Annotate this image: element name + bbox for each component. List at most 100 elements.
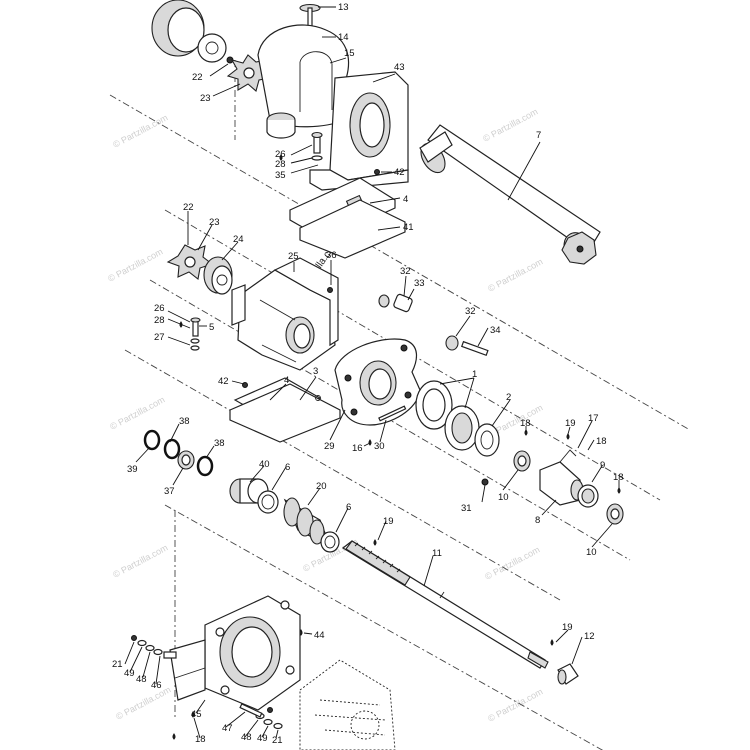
bushing-33: [393, 293, 413, 313]
callout-label: 20: [316, 481, 327, 492]
watermark: © Partzilla.com: [108, 394, 166, 431]
bearing-group-right: [481, 449, 624, 525]
callout-label: 30: [374, 441, 385, 452]
callout-label: 44: [314, 630, 325, 641]
bearing-housing-43: [309, 71, 409, 191]
nut-42-mid: [242, 382, 248, 388]
callout-label: 33: [414, 278, 425, 289]
seal-group-left: [143, 429, 214, 477]
callout-label: 47: [222, 723, 233, 734]
callout-label: 29: [324, 441, 335, 452]
nut-36: [327, 287, 333, 293]
watermark: © Partzilla.com: [114, 684, 172, 721]
callout-label: 45: [191, 709, 202, 720]
callout-label: 7: [536, 130, 541, 141]
hardware-bottom-left: [131, 635, 283, 730]
callout-label: 48: [241, 732, 252, 743]
plate-41: [299, 199, 406, 259]
callout-label: 8: [535, 515, 540, 526]
base-plates: [229, 377, 341, 443]
callout-label: 2: [506, 392, 511, 403]
plate-4-top: [289, 169, 406, 259]
bolt-26-top: [311, 131, 323, 161]
fitting-12: [557, 663, 579, 685]
callout-label: 42: [218, 376, 229, 387]
coupling-assembly-middle: [166, 244, 233, 295]
callout-label: 43: [394, 62, 405, 73]
callout-label: 39: [127, 464, 138, 475]
callout-label: 18: [596, 436, 607, 447]
fitting-17: [559, 449, 577, 463]
callout-label: 26: [154, 303, 165, 314]
callout-label: 27: [154, 332, 165, 343]
drive-tube-7: [419, 124, 601, 265]
callout-label: 32: [400, 266, 411, 277]
assembly-line: [124, 349, 561, 601]
callout-label: 22: [183, 202, 194, 213]
callout-label: 22: [192, 72, 203, 83]
watermark: © Partzilla.com: [483, 544, 541, 581]
ring-2: [474, 423, 500, 457]
callout-label: 6: [285, 462, 290, 473]
callout-label: 28: [275, 159, 286, 170]
callout-label: 19: [562, 622, 573, 633]
callout-label: 4: [284, 375, 289, 386]
guard-cover-15: [257, 24, 350, 128]
callout-label: 40: [259, 459, 270, 470]
callout-label: 49: [257, 733, 268, 744]
callout-label: 1: [472, 369, 477, 380]
bearing-flange-29: [334, 338, 421, 426]
assembly-line: [164, 504, 604, 750]
drive-shaft-11: [341, 540, 549, 669]
callout-label: 5: [209, 322, 214, 333]
callout-label: 6: [346, 502, 351, 513]
screw-31: [481, 478, 489, 486]
bushing-32: [378, 293, 489, 357]
callout-label: 10: [498, 492, 509, 503]
callout-label: 46: [151, 680, 162, 691]
callout-label: 41: [403, 222, 414, 233]
pump-housing: [169, 595, 396, 750]
callout-label: 23: [200, 93, 211, 104]
bearing-support-25: [231, 257, 339, 371]
bolt-34: [460, 340, 489, 357]
bellows-group: [229, 478, 340, 553]
callout-label: 14: [338, 32, 349, 43]
callout-label: 25: [288, 251, 299, 262]
callout-label: 11: [432, 548, 442, 559]
watermark: © Partzilla.com: [111, 542, 169, 579]
bolt-26-mid: [190, 317, 201, 351]
callout-label: 38: [214, 438, 225, 449]
watermark: © Partzilla.com: [486, 686, 544, 723]
callout-label: 16: [352, 443, 363, 454]
callout-label: 18: [613, 472, 624, 483]
callout-label: 48: [136, 674, 147, 685]
stud-30: [378, 405, 407, 422]
callouts: 13 14 15 43 22 23 7 26 28 35 42 4 41 22 …: [112, 2, 624, 746]
callout-label: 3: [313, 366, 318, 377]
callout-label: 26: [275, 149, 286, 160]
callout-label: 35: [275, 170, 286, 181]
watermark: © Partzilla.com: [111, 112, 169, 149]
grease-drops: [172, 154, 621, 740]
coupling-gear: [197, 33, 227, 63]
callout-label: 19: [383, 516, 394, 527]
callout-label: 4: [403, 194, 408, 205]
guard-cover: [257, 24, 350, 139]
callout-label: 34: [490, 325, 501, 336]
assembly-line: [149, 279, 631, 561]
callout-label: 18: [520, 418, 531, 429]
plate-3: [229, 383, 341, 443]
callout-label: 21: [112, 659, 123, 670]
callout-label: 36: [326, 250, 337, 261]
callout-label: 13: [338, 2, 349, 13]
callout-label: 17: [588, 413, 599, 424]
callout-label: 21: [272, 735, 283, 746]
callout-label: 10: [586, 547, 597, 558]
clamp-6: [257, 490, 279, 514]
o-ring-38b: [196, 455, 214, 477]
callout-label: 38: [179, 416, 190, 427]
callout-label: 49: [124, 668, 135, 679]
watermark: © Partzilla.com: [481, 106, 539, 143]
